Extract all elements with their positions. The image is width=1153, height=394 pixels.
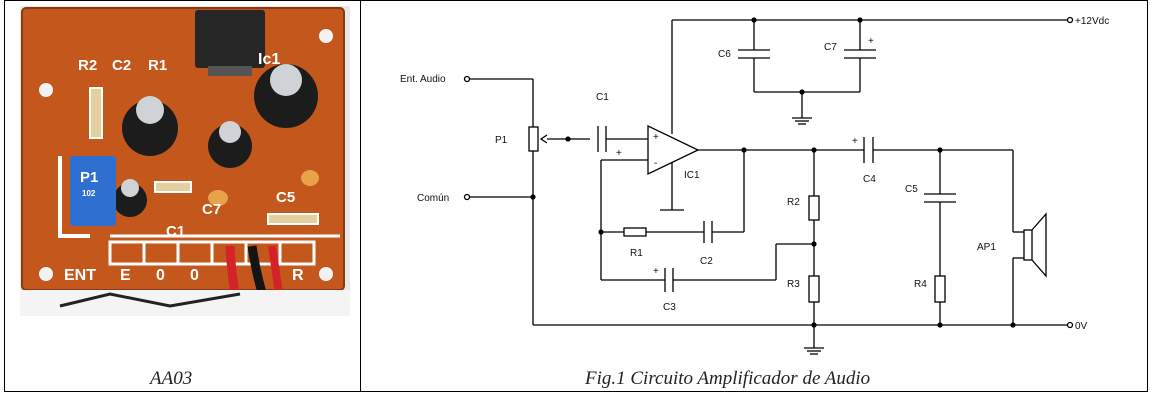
label-c6: C6 [718,49,731,60]
photo-caption: AA03 [150,368,193,389]
label-r1: R1 [630,248,643,259]
silk-ent: ENT [64,267,96,284]
schematic-caption: Fig.1 Circuito Amplificador de Audio [585,368,871,389]
label-c3: C3 [663,302,676,313]
silk-trimmer-code: 102 [82,189,96,198]
label-r2: R2 [787,197,800,208]
label-c2: C2 [700,256,713,267]
silk-c5: C5 [276,189,295,206]
capacitor-c3 [113,183,147,217]
silk-zero-b: 0 [190,267,199,284]
label-opamp-plus: + [653,132,659,143]
label-audio-in: Ent. Audio [400,74,446,85]
label-ic1: IC1 [684,170,700,181]
label-r4: R4 [914,279,927,290]
silk-ic1: Ic1 [258,51,280,68]
pcb-photo: R2 C2 R1 Ic1 P1 102 C7 C5 C1 ENT E 0 0 R [20,6,350,318]
label-r3: R3 [787,279,800,290]
label-c4: C4 [863,174,876,185]
silk-c2: C2 [112,57,131,74]
label-p1: P1 [495,135,508,146]
label-gnd-rail: 0V [1075,321,1088,332]
figure-frame [4,0,1148,392]
capacitor-c2 [122,100,178,156]
trimmer-p1 [70,156,116,226]
silk-p1: P1 [80,169,98,186]
silk-zero-a: 0 [156,267,165,284]
silk-r2: R2 [78,57,97,74]
silk-e: E [120,267,131,284]
silk-c1: C1 [166,223,185,240]
capacitor-c1 [208,124,252,168]
label-opamp-minus: - [654,158,657,169]
silk-c7: C7 [202,201,221,218]
label-vcc: +12Vdc [1075,16,1109,27]
silk-r: R [292,267,304,284]
label-c1: C1 [596,92,609,103]
label-c1-plus: + [616,148,622,159]
label-ap1: AP1 [977,242,996,253]
column-divider [360,0,361,392]
label-common: Común [417,193,449,204]
label-c7-plus: + [868,36,874,47]
amplifier-schematic: +12Vdc 0V Ent. Audio Común P1 C1 + + - I… [400,16,1109,355]
silk-r1: R1 [148,57,167,74]
label-c5: C5 [905,184,918,195]
label-c3-plus: + [653,266,659,277]
label-c4-plus: + [852,136,858,147]
ic1-chip [195,10,265,68]
label-c7: C7 [824,42,837,53]
